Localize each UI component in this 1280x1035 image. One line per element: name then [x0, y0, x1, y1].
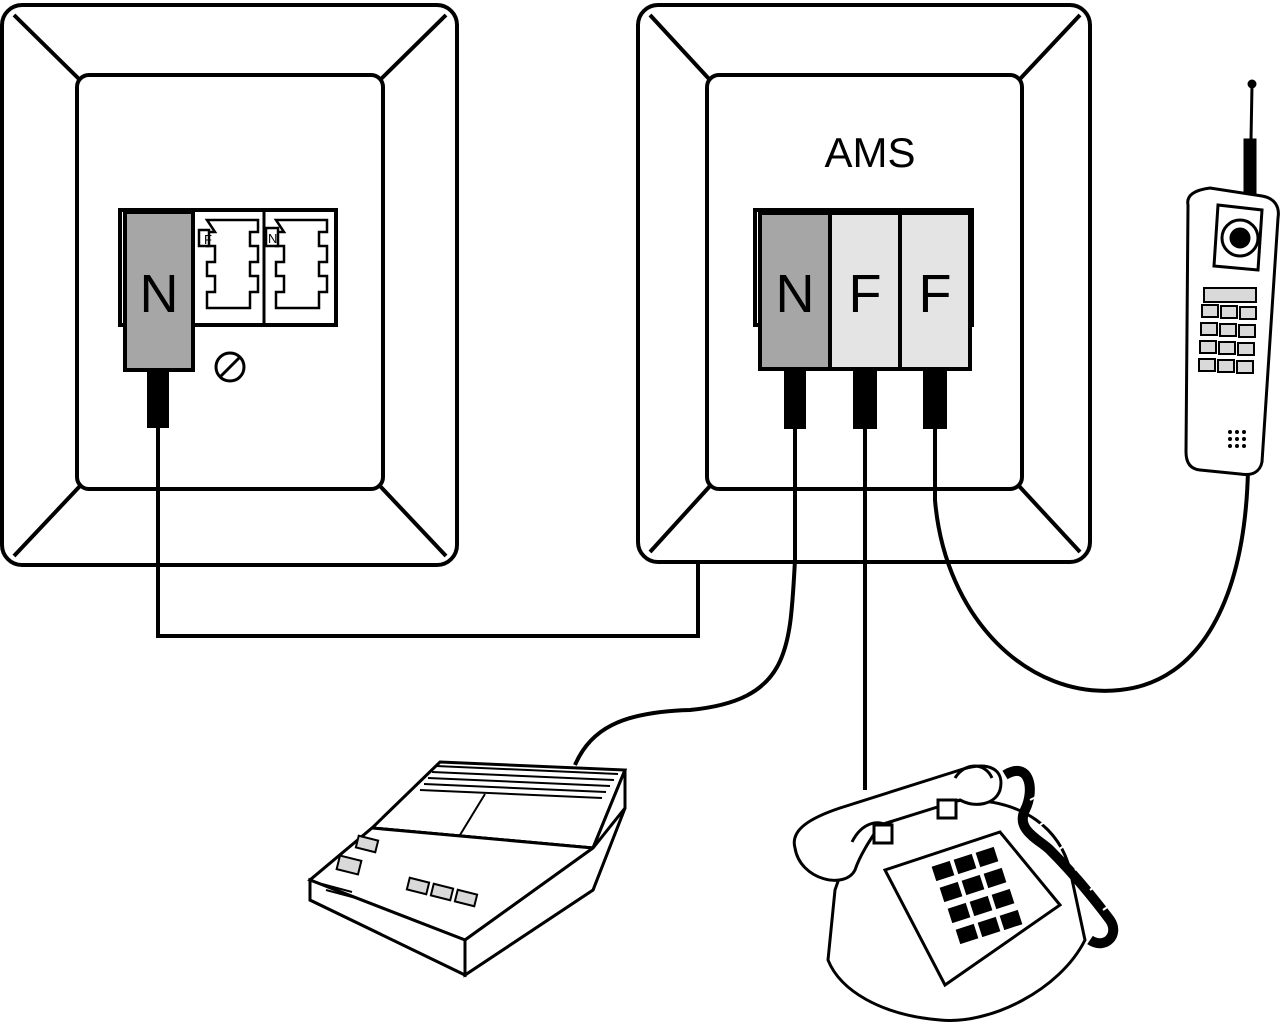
left-socket-port-f	[197, 218, 260, 310]
left-port-f-label: F	[204, 232, 212, 247]
ams-plug-label-n: N	[776, 264, 815, 324]
ams-plug-label-f2: F	[919, 264, 952, 324]
ams-plug-label-f1: F	[849, 264, 882, 324]
ams-plug-block: N F F	[753, 208, 974, 429]
cordless-phone-icon	[1184, 79, 1280, 476]
left-n-plug-label: N	[140, 264, 179, 324]
cables	[156, 428, 1250, 790]
left-n-plug: N	[123, 210, 195, 428]
cordless-phone-keypad	[1198, 304, 1257, 374]
cable-f-to-cordless-phone	[933, 429, 1250, 693]
desk-phone-keypad	[931, 846, 1023, 945]
desk-telephone-icon	[792, 764, 1119, 1022]
ams-f-plug-1: F	[828, 211, 902, 429]
ams-f-plug-2: F	[898, 211, 972, 429]
screw-icon	[214, 351, 246, 383]
ams-socket-title: AMS	[824, 129, 915, 176]
left-socket-port-n	[264, 218, 329, 310]
answering-machine-icon	[307, 760, 628, 978]
cable-n-to-answering-machine	[573, 429, 797, 766]
left-port-n-label: N	[268, 231, 277, 246]
ams-n-plug: N	[758, 211, 832, 429]
cable-left-to-ams	[156, 428, 700, 638]
